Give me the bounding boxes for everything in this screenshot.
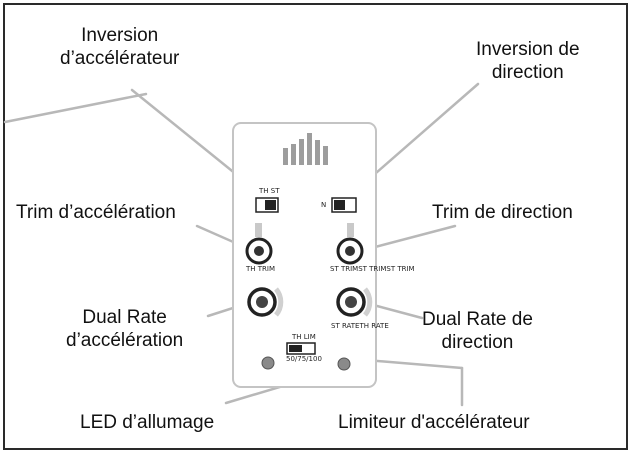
throttle-limiter-switch-knob	[289, 345, 302, 352]
steering-trim-stem	[347, 223, 354, 237]
callout-steering-dual-rate-line-2: direction	[441, 332, 514, 353]
callout-throttle-inversion-line-1: Inversion	[81, 25, 159, 46]
label-st-rate: ST RATETH RATE	[331, 322, 389, 330]
callout-throttle-limiter: Limiteur d'accélérateur	[338, 412, 530, 433]
callout-steering-dual-rate-line-1: Dual Rate de	[422, 309, 533, 330]
brand-logo	[283, 133, 328, 165]
logo-bar-6	[323, 146, 328, 165]
callout-steering-inversion: Inversion de direction	[476, 38, 580, 84]
throttle-inversion-switch-knob	[265, 200, 276, 210]
callout-throttle-inversion-line-2: d’accélérateur	[60, 48, 180, 69]
power-led-left	[261, 356, 275, 370]
steering-trim-knob-center	[345, 246, 355, 256]
power-led-right	[337, 357, 351, 371]
label-th-lim-values: 50/75/100	[286, 355, 322, 363]
callout-steering-trim: Trim de direction	[432, 202, 573, 223]
control-panel	[232, 122, 377, 388]
logo-bar-5	[315, 140, 320, 165]
throttle-trim-stem	[255, 223, 262, 237]
throttle-dual-rate-arc	[273, 287, 284, 317]
label-st-trim: ST TRIMST TRIMST TRIM	[330, 265, 415, 273]
callout-throttle-dual-rate: Dual Rate d’accélération	[66, 306, 183, 352]
steering-dual-rate-arc	[362, 287, 373, 317]
logo-bar-4	[307, 133, 312, 165]
callout-steering-inversion-line-2: direction	[491, 62, 564, 83]
throttle-trim-knob-center	[254, 246, 264, 256]
leader-line-left-edge	[3, 92, 148, 124]
callout-steering-inversion-line-1: Inversion de	[476, 39, 580, 60]
logo-bar-3	[299, 139, 304, 165]
logo-bar-1	[283, 148, 288, 165]
steering-inversion-switch-knob	[334, 200, 345, 210]
logo-bar-2	[291, 144, 296, 165]
callout-throttle-trim: Trim d’accélération	[16, 202, 176, 223]
label-th-lim: TH LIM	[292, 333, 316, 341]
label-th-st: TH ST	[259, 187, 280, 195]
callout-throttle-inversion: Inversion d’accélérateur	[60, 24, 179, 70]
label-th-trim: TH TRIM	[246, 265, 276, 273]
label-n: N	[321, 201, 327, 209]
callout-power-led: LED d’allumage	[80, 412, 215, 433]
throttle-dual-rate-knob-center	[256, 296, 268, 308]
callout-throttle-dual-rate-line-1: Dual Rate	[82, 307, 167, 328]
callout-throttle-dual-rate-line-2: d’accélération	[66, 330, 184, 351]
steering-dual-rate-knob-center	[345, 296, 357, 308]
callout-steering-dual-rate: Dual Rate de direction	[422, 308, 533, 354]
